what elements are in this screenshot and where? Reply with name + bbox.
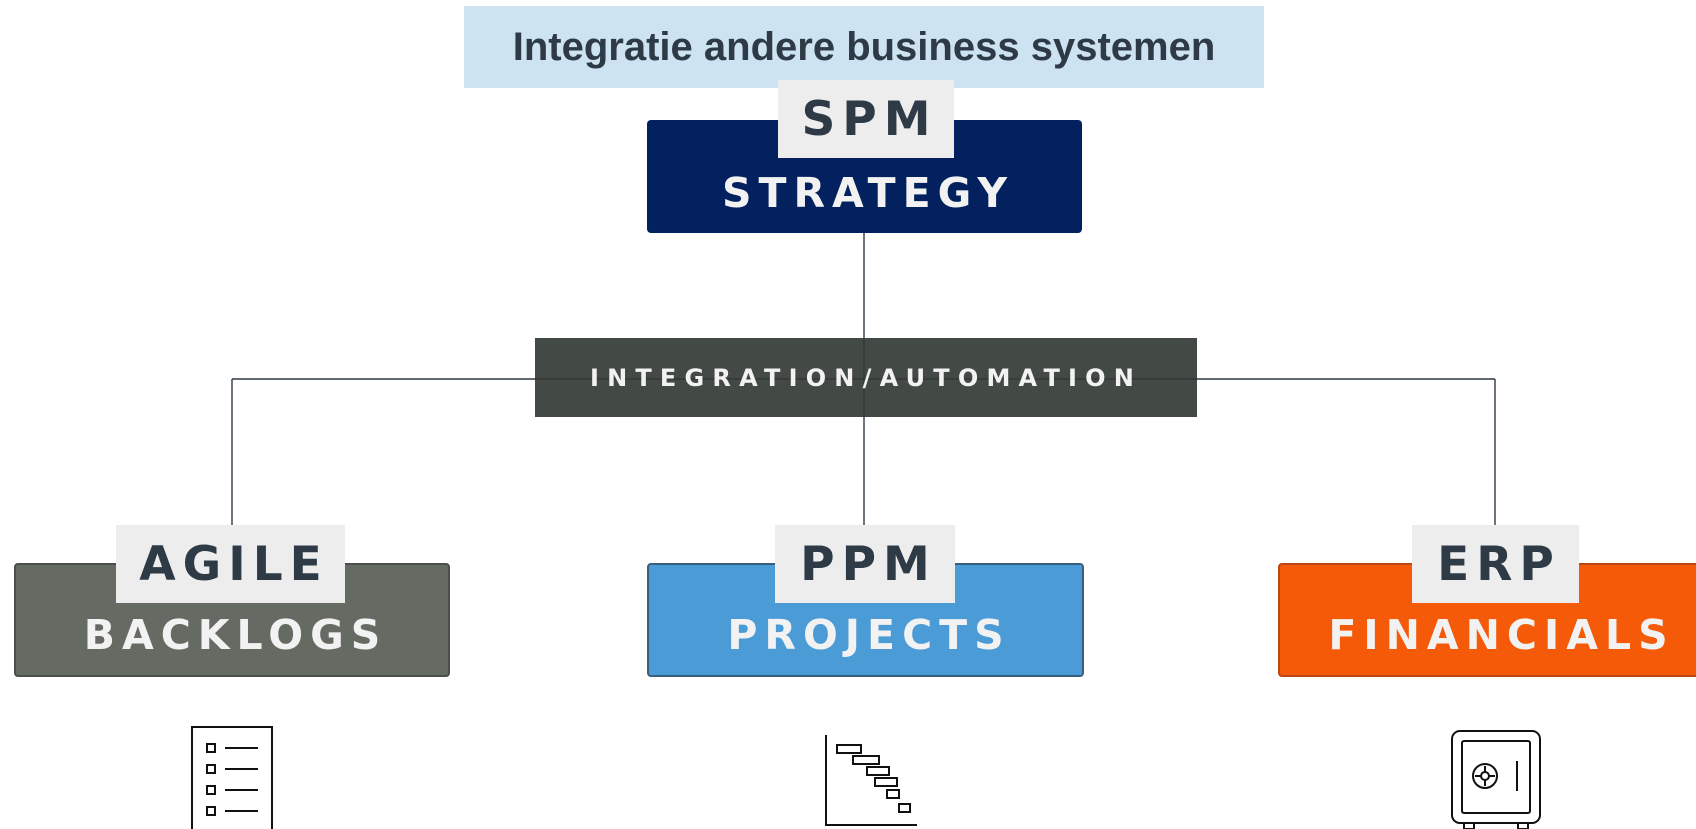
ppm-tab: PPM [775,525,955,603]
strategy-label: STRATEGY [721,168,1015,217]
diagram-title: Integratie andere business systemen [464,6,1264,88]
integration-automation-bar: INTEGRATION/AUTOMATION [535,338,1197,417]
spm-tab-label: SPM [801,91,938,147]
projects-box: PROJECTS [647,563,1084,677]
checklist-icon [191,726,273,829]
projects-label: PROJECTS [727,611,1011,659]
financials-label: FINANCIALS [1328,611,1675,659]
agile-tab: AGILE [116,525,345,603]
erp-tab: ERP [1412,525,1579,603]
ppm-tab-label: PPM [800,536,937,592]
safe-icon [1451,730,1541,829]
gantt-chart-icon [825,735,917,826]
agile-tab-label: AGILE [139,536,329,592]
erp-tab-label: ERP [1437,536,1561,592]
spm-tab: SPM [778,80,954,158]
backlogs-label: BACKLOGS [83,611,388,659]
integration-label: INTEGRATION/AUTOMATION [589,363,1143,392]
